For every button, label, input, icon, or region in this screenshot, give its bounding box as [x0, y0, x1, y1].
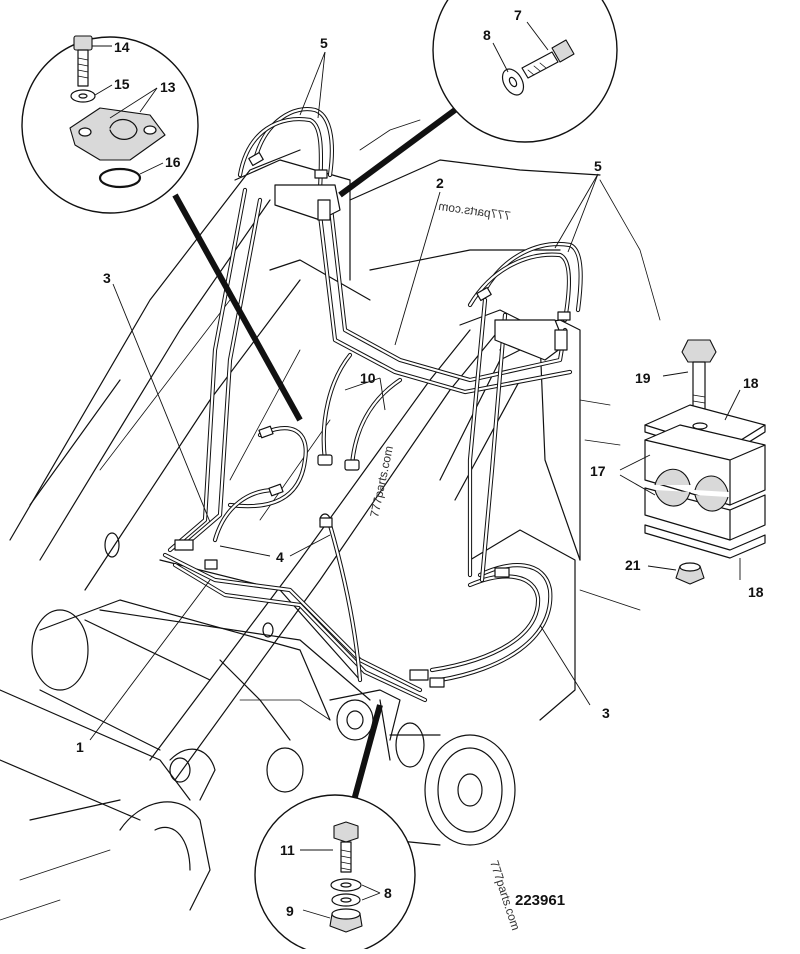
watermark-center: 777parts.com	[367, 445, 396, 519]
callout-14: 14	[114, 39, 130, 55]
callout-18-top: 18	[743, 375, 759, 391]
callout-16: 16	[165, 154, 181, 170]
callout-15: 15	[114, 76, 130, 92]
hydraulic-pipe-set	[162, 107, 583, 703]
callout-1: 1	[76, 739, 84, 755]
callout-21: 21	[625, 557, 641, 573]
detail-flange-clamp	[21, 35, 303, 422]
callout-10: 10	[360, 370, 376, 386]
callout-4: 4	[276, 549, 284, 565]
watermark-top-right: 777parts.com	[438, 199, 512, 223]
leader-lines	[89, 51, 599, 741]
callout-9: 9	[286, 903, 294, 919]
detail-bolt-nut-assembly	[254, 704, 416, 954]
drawing-number: 223961	[515, 892, 565, 909]
callout-19: 19	[635, 370, 651, 386]
pipe-clamp-assembly	[619, 339, 766, 585]
callout-5-left: 5	[320, 35, 328, 51]
callout-17: 17	[590, 463, 606, 479]
callout-5-right: 5	[594, 158, 602, 174]
callout-13: 13	[160, 79, 176, 95]
callout-8-bottom: 8	[384, 885, 392, 901]
callout-8-top: 8	[483, 27, 491, 43]
detail-bolt-washer	[338, 0, 618, 198]
callout-labels: 5 5 2 3 3 10 4 1 14 15 13 16 8 7 11 8 9 …	[76, 7, 764, 919]
callout-2: 2	[436, 175, 444, 191]
callout-3-right: 3	[602, 705, 610, 721]
callout-7: 7	[514, 7, 522, 23]
callout-3-left: 3	[103, 270, 111, 286]
callout-18-bottom: 18	[748, 584, 764, 600]
callout-11: 11	[280, 842, 295, 858]
pipe-fittings	[174, 151, 571, 688]
